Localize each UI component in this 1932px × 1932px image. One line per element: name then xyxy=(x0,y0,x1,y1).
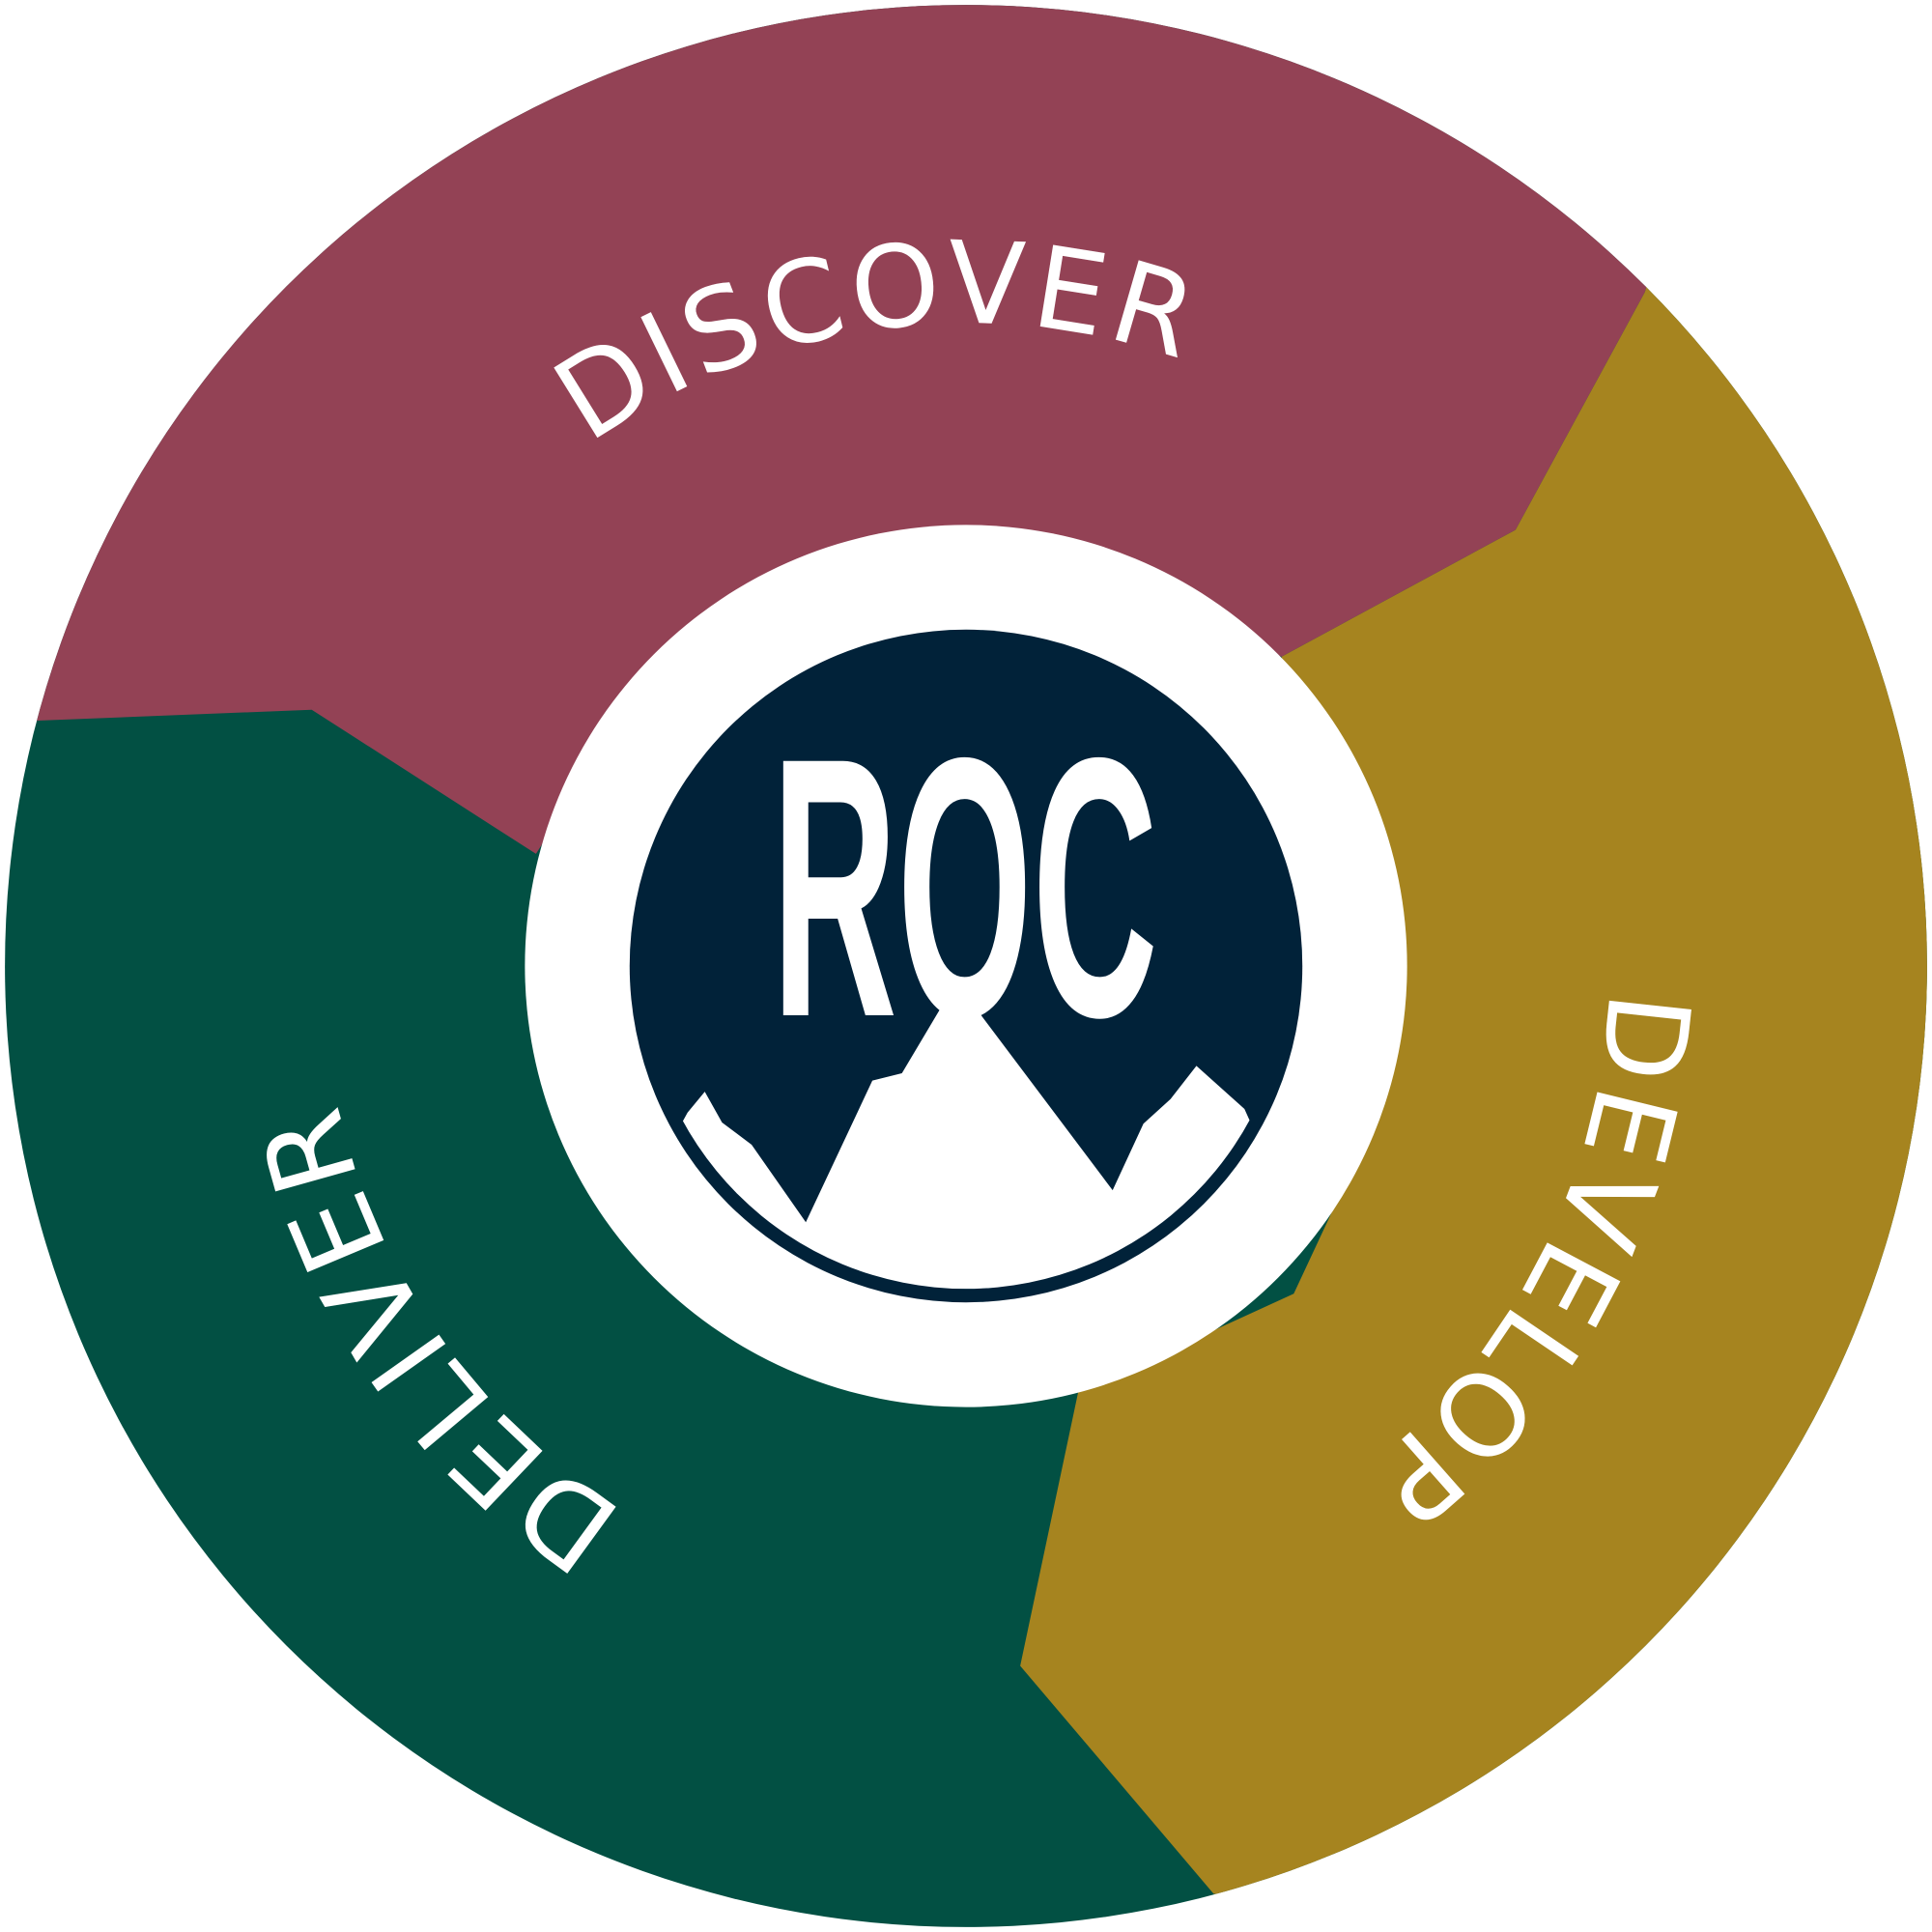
segment-develop xyxy=(1020,5,1927,1927)
logo-circle xyxy=(629,629,1303,1303)
segment-discover xyxy=(5,5,1725,854)
logo-text: ROC xyxy=(772,681,1158,1094)
